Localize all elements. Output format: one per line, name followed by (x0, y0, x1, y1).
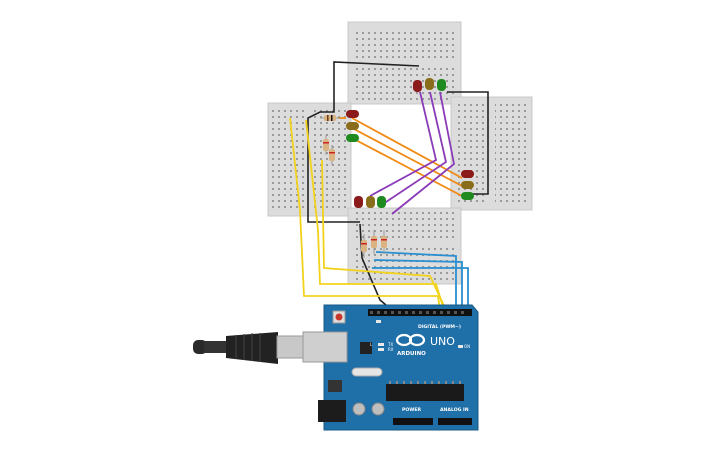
ground-wires[interactable] (307, 61, 489, 306)
reset-button-icon (335, 313, 343, 321)
tx-label: TX (387, 342, 393, 347)
blue-wires[interactable] (372, 251, 469, 310)
resistor-left-3 (329, 145, 335, 165)
digital-label: DIGITAL (PWM~) (418, 324, 461, 330)
arduino-uno-board[interactable]: UNO ARDUINO DIGITAL (PWM~) POWER ANALOG … (302, 304, 479, 431)
traffic-light-north[interactable] (413, 78, 446, 92)
led-yellow (346, 122, 359, 130)
analog-label: ANALOG IN (440, 407, 469, 413)
rx-label: RX (388, 347, 394, 352)
led-green (377, 196, 386, 208)
traffic-light-west[interactable] (346, 110, 359, 142)
l-led-label: L (370, 342, 373, 347)
orange-wires[interactable] (338, 117, 463, 197)
breadboard-left[interactable] (267, 102, 352, 217)
resistors[interactable] (320, 115, 387, 258)
led-red (346, 110, 359, 118)
usb-cable-icon[interactable] (193, 332, 304, 364)
led-red (413, 80, 422, 92)
board-logo-text: ARDUINO (397, 351, 426, 357)
led-green (461, 192, 474, 200)
led-red (461, 170, 474, 178)
breadboard-bottom[interactable] (347, 207, 462, 285)
led-yellow (366, 196, 375, 208)
power-label: POWER (402, 407, 421, 413)
traffic-light-south[interactable] (354, 196, 386, 208)
led-yellow (461, 181, 474, 189)
arduino-infinity-logo-icon (395, 333, 426, 347)
yellow-wires[interactable] (289, 117, 447, 311)
led-red (354, 196, 363, 208)
resistor-left-1 (320, 115, 340, 121)
on-label: ON (464, 344, 470, 349)
resistor-bottom-1 (361, 234, 367, 258)
led-green (437, 79, 446, 91)
led-green (346, 134, 359, 142)
traffic-light-east[interactable] (461, 170, 474, 200)
breadboard-right[interactable] (450, 96, 533, 211)
board-name: UNO (430, 335, 455, 348)
purple-wires[interactable] (369, 91, 455, 215)
resistor-bottom-2 (371, 230, 377, 254)
resistor-left-2 (323, 135, 329, 155)
resistor-bottom-3 (381, 230, 387, 254)
led-yellow (425, 78, 434, 90)
